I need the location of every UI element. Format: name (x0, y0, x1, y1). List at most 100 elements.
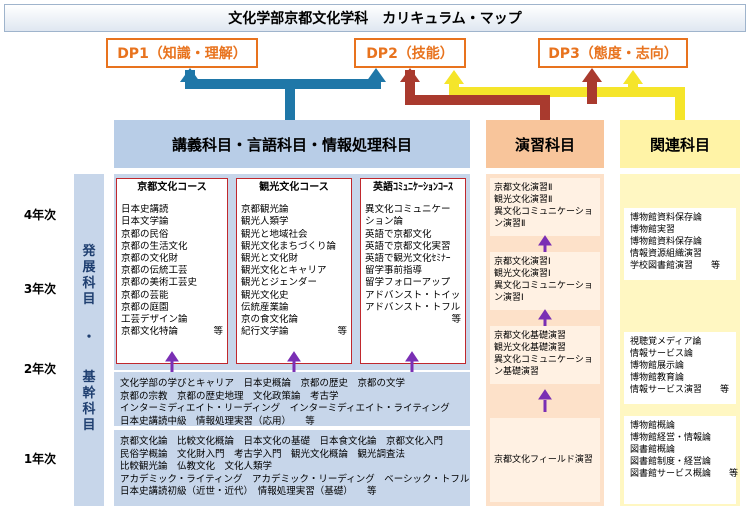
exercise-item: 京都文化フィールド演習 (494, 455, 593, 465)
related-box-year2: 視聴覚メディア論 情報サービス論 博物館展示論 博物館教育論 情報サービス演習 … (624, 332, 736, 404)
related-item: 情報サービス演習 等 (630, 385, 730, 395)
etc-label: 等 (337, 326, 347, 338)
course-item: 京都の庭園 (121, 301, 169, 313)
sidebar-upper-char: 目 (82, 292, 96, 307)
red-arrowhead-dp2 (400, 68, 420, 82)
exercise-item: 観光文化演習Ⅰ (494, 269, 551, 279)
course-item: 観光文化まちづくり論 (241, 240, 337, 252)
course-item: 観光と文化財 (241, 253, 299, 265)
course-item: ション論 (365, 216, 404, 228)
course-item: 英語で京都文化実習 (365, 240, 451, 252)
related-item: 博物館概論 (630, 421, 676, 431)
year-label-1: 1年次 (23, 452, 57, 466)
etc-label: 等 (451, 314, 461, 326)
year-label-3: 3年次 (23, 282, 57, 296)
category-lecture: 講義科目・言語科目・情報処理科目 (114, 120, 470, 168)
blue-arrowhead-dp1 (180, 68, 200, 82)
course-item: 京都の民俗 (121, 228, 169, 240)
course-item: 観光人類学 (241, 216, 289, 228)
related-item: 情報資源組織演習 (630, 249, 703, 259)
up-arrow-icon (538, 309, 552, 320)
course-kyoto-culture: 京都文化コース 日本史講読 日本文学論 京都の民俗 京都の生活文化 京都の文化財… (116, 178, 228, 364)
up-arrow-icon (287, 351, 301, 362)
sidebar-lower-char: 基 (82, 370, 96, 385)
course-item: 観光とジェンダー (241, 277, 318, 289)
up-arrow-icon (405, 351, 419, 362)
related-item: 博物館経営・情報論 (630, 433, 712, 443)
exercise-item: 京都文化演習Ⅰ (494, 257, 551, 267)
category-exercise: 演習科目 (486, 120, 604, 168)
course-item: アドバンスト・トイック (365, 289, 461, 301)
etc-label: 等 (213, 326, 223, 338)
course-item: 工芸デザイン論 (121, 314, 188, 326)
exercise-item: 異文化コミュニケーショ (494, 207, 593, 217)
exercise-item: 京都文化演習Ⅱ (494, 183, 553, 193)
common-line: アカデミック・ライティング アカデミック・リーディング ベーシック・トフル (120, 473, 470, 485)
course-item: 京都観光論 (241, 204, 289, 216)
related-item: 情報サービス論 (630, 349, 694, 359)
course-item: 紀行文学論等 (241, 326, 347, 338)
course-item: 京都の美術工芸史 (121, 277, 198, 289)
common-line: 比較観光論 仏教文化 文化人類学 (120, 461, 273, 472)
course-item: 京都の芸能 (121, 289, 169, 301)
course-item: 英語で京都文化 (365, 228, 432, 240)
exercise-item: 観光文化演習Ⅱ (494, 195, 553, 205)
course-item: 日本史講読 (121, 204, 169, 216)
related-item: 学校図書館演習 等 (630, 261, 721, 271)
course-item: 留学フォローアップ (365, 277, 451, 289)
exercise-item: ン演習Ⅰ (494, 293, 524, 303)
sidebar-upper-char: 展 (82, 260, 96, 275)
year-label-2: 2年次 (23, 362, 57, 376)
course-title: 京都文化コース (137, 182, 207, 193)
exercise-item: 観光文化基礎演習 (494, 343, 567, 353)
course-item: 京都文化特論等 (121, 326, 223, 338)
course-item: 留学事前指導 (365, 265, 423, 277)
dp2-box: DP2（技能） (354, 38, 466, 68)
related-item: 博物館教育論 (630, 373, 685, 383)
common-courses-year1: 京都文化論 比較文化概論 日本文化の基礎 日本食文化論 京都文化入門 民俗学概論… (114, 430, 470, 506)
related-item: 図書館サービス概論 等 (630, 469, 739, 479)
course-item: 観光文化史 (241, 289, 289, 301)
common-courses-year2: 文化学部の学びとキャリア 日本史概論 京都の歴史 京都の文学 京都の宗教 京都の… (114, 372, 470, 427)
common-line: 京都の宗教 京都の歴史地理 文化政策論 考古学 (120, 390, 339, 402)
related-box-year3-4: 博物館資料保存論 博物館実習 博物館資料保存論 情報資源組織演習 学校図書館演習… (624, 208, 736, 280)
common-line: 京都文化論 比較文化概論 日本文化の基礎 日本食文化論 京都文化入門 (120, 436, 444, 447)
up-arrow-icon (538, 389, 552, 400)
exercise-box-year1: 京都文化フィールド演習 (490, 418, 600, 502)
sidebar-level-labels: 発 展 科 目 ・ 基 幹 科 目 (74, 174, 104, 506)
course-item: 異文化コミュニケー (365, 204, 451, 216)
course-title: 英語ｺﾐｭﾆｹｰｼｮﾝｺｰｽ (373, 182, 453, 193)
course-item: 観光と地域社会 (241, 228, 308, 240)
related-box-year1: 博物館概論 博物館経営・情報論 図書館概論 図書館制度・経営論 図書館サービス概… (624, 416, 739, 504)
exercise-box-year2: 京都文化基礎演習 観光文化基礎演習 異文化コミュニケーショ ン基礎演習 (490, 326, 600, 384)
related-item: 図書館概論 (630, 445, 676, 455)
year-label-4: 4年次 (23, 208, 57, 222)
red-arrowhead-dp3 (582, 68, 602, 104)
sidebar-lower-char: 幹 (82, 386, 96, 401)
dp1-box: DP1（知識・理解） (106, 38, 258, 68)
sidebar-lower-char: 目 (82, 418, 96, 433)
exercise-item: 京都文化基礎演習 (494, 331, 567, 341)
common-line: 日本史講読中級 情報処理実習（応用） 等 (120, 415, 315, 427)
exercise-box-year3: 京都文化演習Ⅰ 観光文化演習Ⅰ 異文化コミュニケーショ ン演習Ⅰ (490, 252, 600, 310)
common-line: 日本史講読初級（近世・近代） 情報処理実習（基礎） 等 (120, 486, 377, 497)
sidebar-upper-char: 科 (82, 276, 96, 291)
course-item: 日本文学論 (121, 216, 169, 228)
related-item: 視聴覚メディア論 (630, 337, 702, 347)
related-item: 博物館資料保存論 (630, 213, 703, 223)
sidebar-upper-char: 発 (82, 244, 96, 259)
related-item: 博物館展示論 (630, 361, 685, 371)
course-english-communication: 英語ｺﾐｭﾆｹｰｼｮﾝｺｰｽ 異文化コミュニケー ション論 英語で京都文化 英語… (360, 178, 466, 364)
category-related: 関連科目 (620, 120, 740, 168)
yellow-connector (454, 87, 685, 120)
common-line: 民俗学概論 文化財入門 考古学入門 観光文化概論 観光調査法 (120, 448, 406, 460)
exercise-item: ン基礎演習 (494, 367, 540, 377)
up-arrow-icon (165, 351, 179, 362)
red-connector (405, 70, 550, 120)
course-item: 英語で観光文化ｾﾐﾅｰ (365, 253, 451, 265)
exercise-item: 異文化コミュニケーショ (494, 355, 593, 365)
up-arrow-icon (538, 235, 552, 246)
exercise-item: ン演習Ⅱ (494, 219, 526, 229)
exercise-item: 異文化コミュニケーショ (494, 281, 593, 291)
